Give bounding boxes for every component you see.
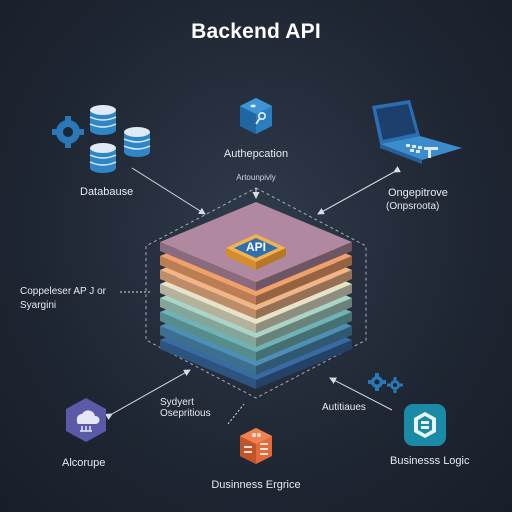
operations-label: Ongepitrove (388, 187, 448, 199)
api-badge: API (224, 232, 288, 272)
authentication-label: Authepcation (223, 148, 289, 160)
key-cube-icon (238, 96, 274, 136)
laptop-icon (366, 98, 466, 168)
database-icon (52, 100, 156, 176)
alcorupe-label: Alcorupe (62, 457, 106, 469)
sydyert-label-line2: Osepritious (160, 408, 211, 419)
gears-icon (366, 372, 406, 396)
logic-cube-icon (402, 402, 448, 448)
business-logic-label: Businesss Logic (390, 455, 470, 467)
business-engine-label: Dusinness Ergrice (211, 479, 301, 491)
arrow-alcorupe (105, 369, 191, 420)
database-label: Databause (80, 186, 134, 198)
autitiaues-label: Autitiaues (322, 402, 366, 413)
api-layer-stack (160, 202, 352, 389)
server-cube-icon (238, 426, 274, 466)
arrow-operations (317, 166, 401, 215)
diagram-title: Backend API (191, 20, 321, 43)
copy-api-label-line2: Syargini (20, 300, 57, 311)
arrow-database (131, 167, 206, 215)
api-badge-label: API (245, 240, 266, 254)
authentication-sublabel: Artounpivly (236, 173, 276, 182)
operations-sublabel: (Onpsroota) (386, 201, 440, 212)
stack-dashed-outline (145, 187, 367, 399)
cloud-hexagon-icon (62, 396, 110, 444)
sydyert-label-line1: Sydyert (160, 397, 194, 408)
copy-api-label-line1: Coppeleser AP J or (20, 286, 106, 297)
arrow-business-engine (227, 403, 245, 425)
arrow-business-logic (329, 377, 393, 411)
